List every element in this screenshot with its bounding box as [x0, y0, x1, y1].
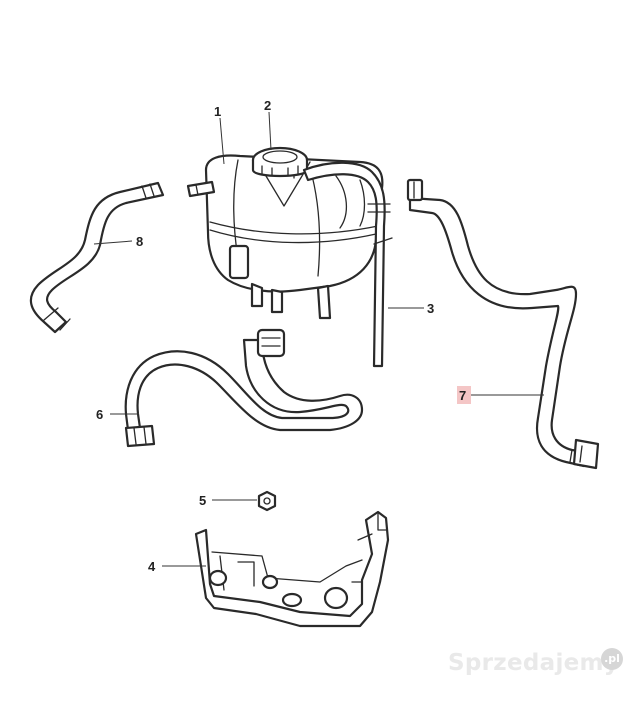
- callout-7-highlight: [457, 386, 471, 404]
- callout-8: 8: [136, 234, 143, 249]
- part-8-hose: [29, 181, 165, 334]
- part-6-hose: [124, 328, 364, 448]
- callout-1: 1: [214, 104, 221, 119]
- callout-labels: 1 2 3 4 5 6 7 8: [96, 98, 471, 574]
- watermark-badge: .pl: [601, 648, 623, 670]
- callout-5: 5: [199, 493, 206, 508]
- part-3-overflow-hose: [302, 161, 393, 368]
- watermark-text: Sprzedajemy: [448, 650, 620, 676]
- callout-7: 7: [459, 388, 466, 403]
- leader-lines: [93, 111, 544, 567]
- watermark-logo: Sprzedajemy: [448, 650, 619, 676]
- callout-3: 3: [427, 301, 434, 316]
- part-5-nut: [257, 490, 277, 512]
- part-2-cap: [251, 146, 309, 178]
- part-7-hose: [406, 178, 600, 470]
- part-4-bracket: [194, 510, 390, 628]
- callout-6: 6: [96, 407, 103, 422]
- watermark-dot-text: .pl: [604, 652, 620, 665]
- callout-2: 2: [264, 98, 271, 113]
- part-1-coolant-reservoir: [186, 154, 384, 320]
- callout-4: 4: [148, 559, 156, 574]
